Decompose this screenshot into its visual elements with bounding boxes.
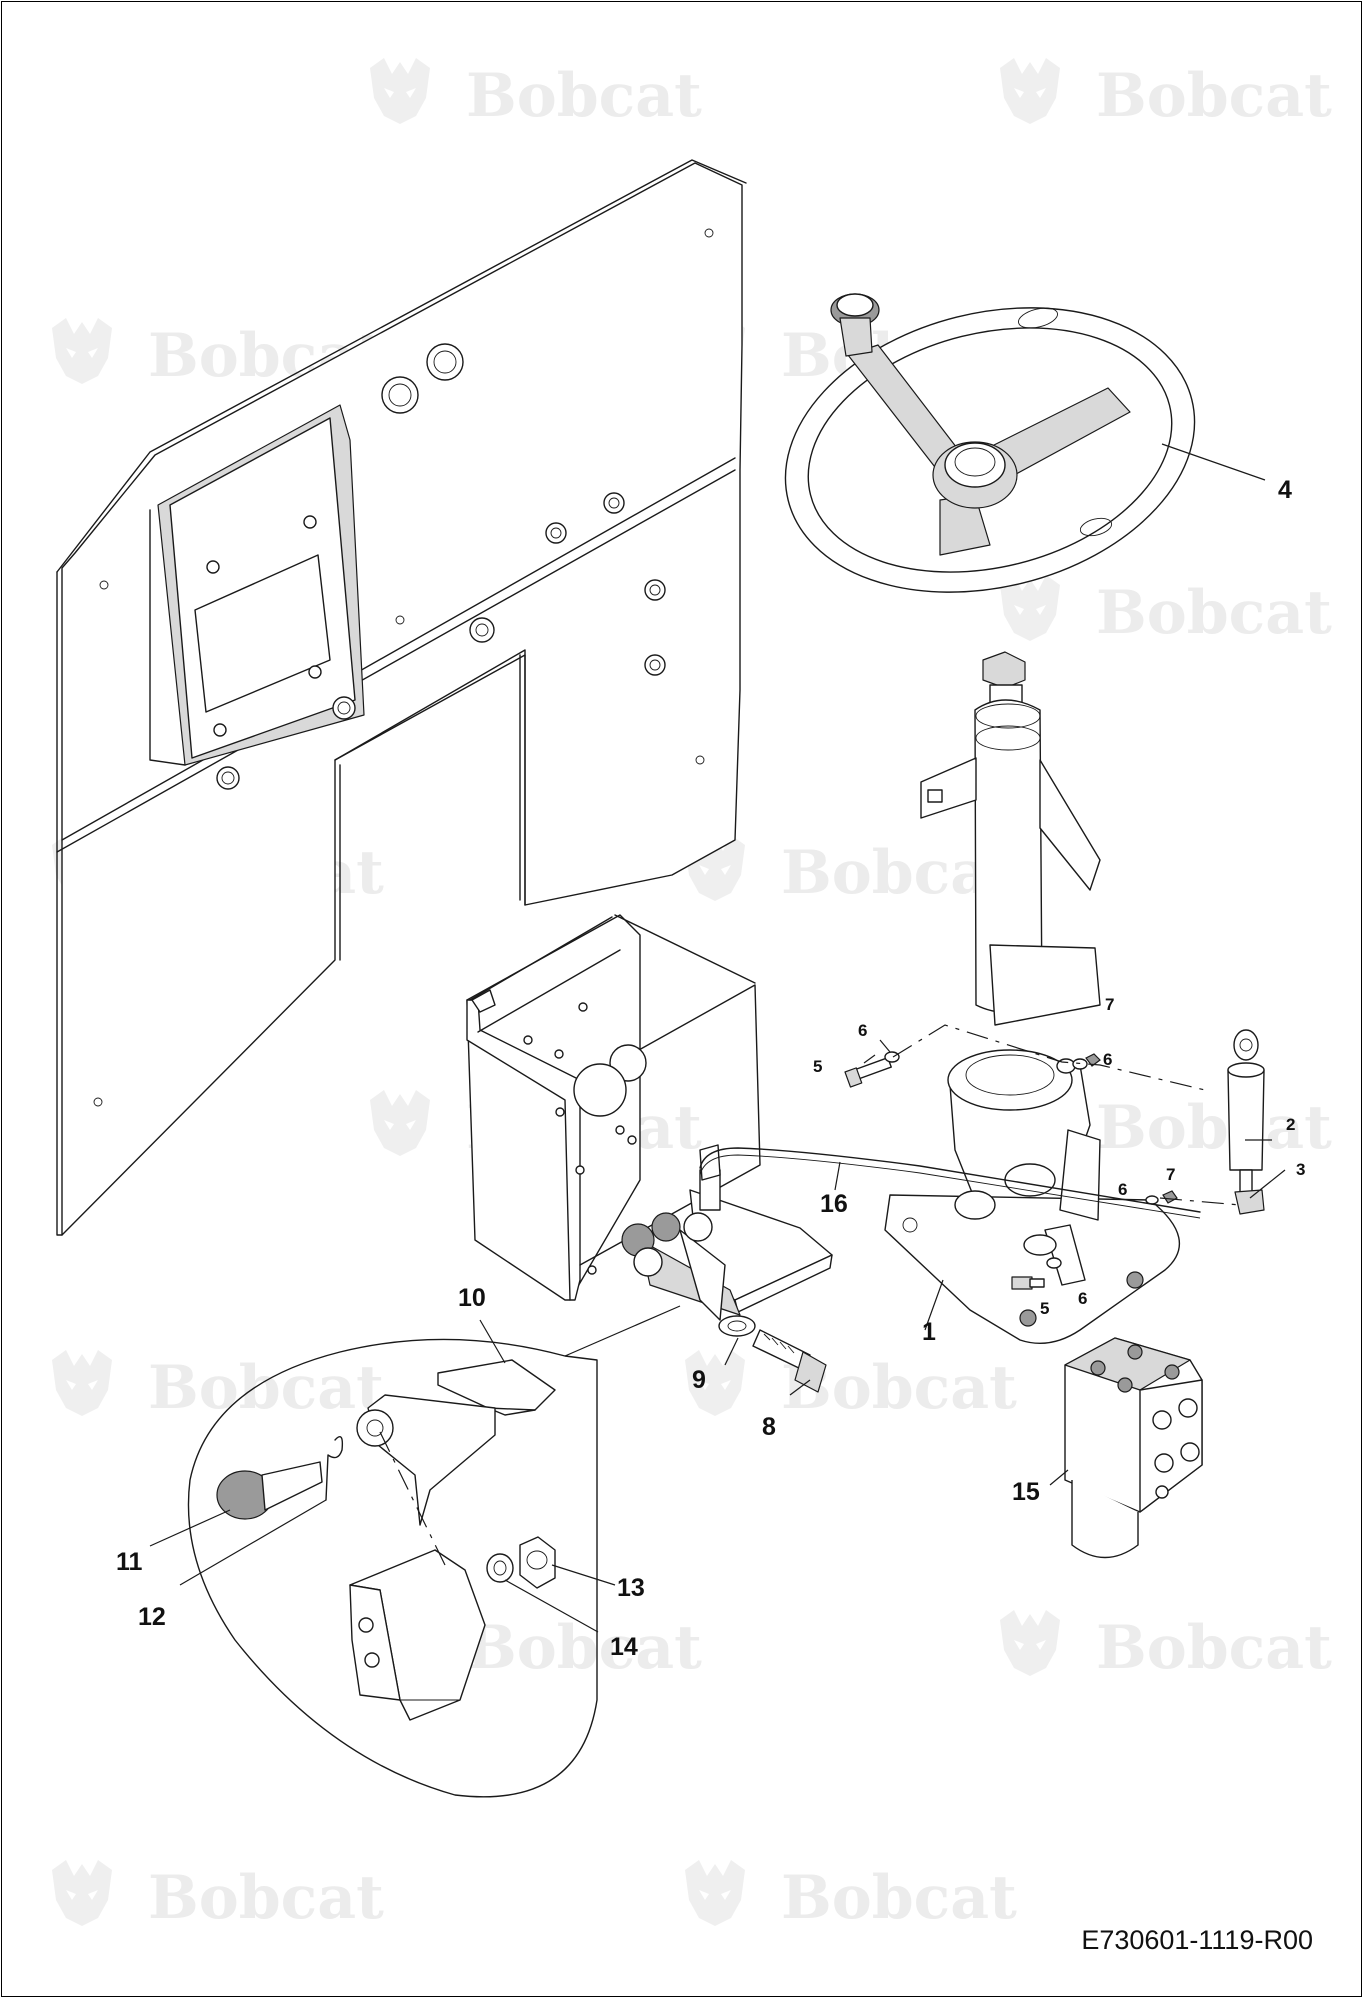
callout-8: 8 — [762, 1413, 776, 1441]
callout-15: 15 — [1012, 1478, 1040, 1506]
callout-4: 4 — [1278, 476, 1292, 504]
nut-7b — [1162, 1190, 1178, 1204]
watermark-text: Bobcat — [1096, 1093, 1332, 1163]
watermark-text: Bobcat — [148, 1353, 384, 1423]
callout-5b: 5 — [1040, 1299, 1049, 1318]
watermark: Bobcat — [1000, 1610, 1332, 1683]
watermark: Bobcat — [1000, 575, 1332, 648]
callout-9: 9 — [692, 1366, 706, 1394]
bobcat-logo-icon — [1000, 58, 1060, 124]
cable-16 — [699, 1147, 1201, 1213]
watermark: Bobcat — [685, 1860, 1017, 1933]
washer-6d — [1046, 1257, 1062, 1269]
bolt-5b — [1011, 1276, 1045, 1290]
watermark: Bobcat — [1000, 58, 1332, 131]
bobcat-logo-icon — [370, 1090, 430, 1156]
callout-14: 14 — [610, 1633, 638, 1661]
callout-6a: 6 — [858, 1021, 867, 1040]
callout-6c: 6 — [1118, 1180, 1127, 1199]
pedal-assembly — [621, 1144, 833, 1321]
document-code: E730601-1119-R00 — [1081, 1925, 1313, 1955]
nut-7a — [1085, 1053, 1101, 1067]
watermark-text: Bobcat — [1096, 578, 1332, 648]
callout-11: 11 — [116, 1548, 143, 1576]
callout-10: 10 — [458, 1284, 486, 1312]
callouts: 4 1 2 3 5 5 6 6 6 6 7 7 8 9 10 11 12 13 … — [116, 476, 1305, 1661]
callout-3: 3 — [1296, 1160, 1305, 1179]
gas-spring — [1227, 1029, 1265, 1215]
bolt-5a — [844, 1056, 892, 1088]
watermark: Bobcat — [370, 58, 702, 131]
callout-7a: 7 — [1105, 995, 1114, 1014]
leader-lines — [149, 443, 1286, 1633]
callout-6b: 6 — [1103, 1050, 1112, 1069]
bobcat-logo-icon — [685, 1860, 745, 1926]
callout-5a: 5 — [813, 1057, 822, 1076]
watermark-text: Bobcat — [781, 1863, 1017, 1933]
bobcat-logo-icon — [52, 1860, 112, 1926]
bolt-8 — [752, 1329, 827, 1393]
watermark-text: Bobcat — [466, 1613, 702, 1683]
steering-valve — [1064, 1337, 1203, 1559]
steering-column — [884, 651, 1181, 1345]
watermark: Bobcat — [52, 1350, 384, 1423]
bobcat-logo-icon — [52, 1350, 112, 1416]
washer-9 — [718, 1315, 756, 1337]
dashboard-panel — [56, 159, 747, 1236]
watermark: Bobcat — [1000, 1090, 1332, 1163]
callout-1: 1 — [922, 1318, 936, 1346]
watermark-text: Bobcat — [1096, 1613, 1332, 1683]
steering-wheel — [784, 293, 1196, 593]
callout-7b: 7 — [1166, 1165, 1175, 1184]
watermark: Bobcat — [685, 835, 1017, 908]
washer-6a — [884, 1051, 900, 1063]
watermark: Bobcat — [52, 1860, 384, 1933]
detail-view — [187, 1305, 681, 1798]
watermark-text: Bobcat — [1096, 61, 1332, 131]
watermark: Bobcat — [685, 1350, 1017, 1423]
callout-6d: 6 — [1078, 1289, 1087, 1308]
callout-16: 16 — [820, 1190, 848, 1218]
callout-2: 2 — [1286, 1115, 1295, 1134]
bobcat-logo-icon — [52, 318, 112, 384]
bobcat-logo-icon — [1000, 1610, 1060, 1676]
watermark-text: Bobcat — [148, 1863, 384, 1933]
washers-6b — [1056, 1058, 1088, 1074]
bobcat-logo-icon — [370, 58, 430, 124]
watermark-text: Bobcat — [466, 61, 702, 131]
callout-12: 12 — [138, 1603, 166, 1631]
callout-13: 13 — [617, 1574, 645, 1602]
